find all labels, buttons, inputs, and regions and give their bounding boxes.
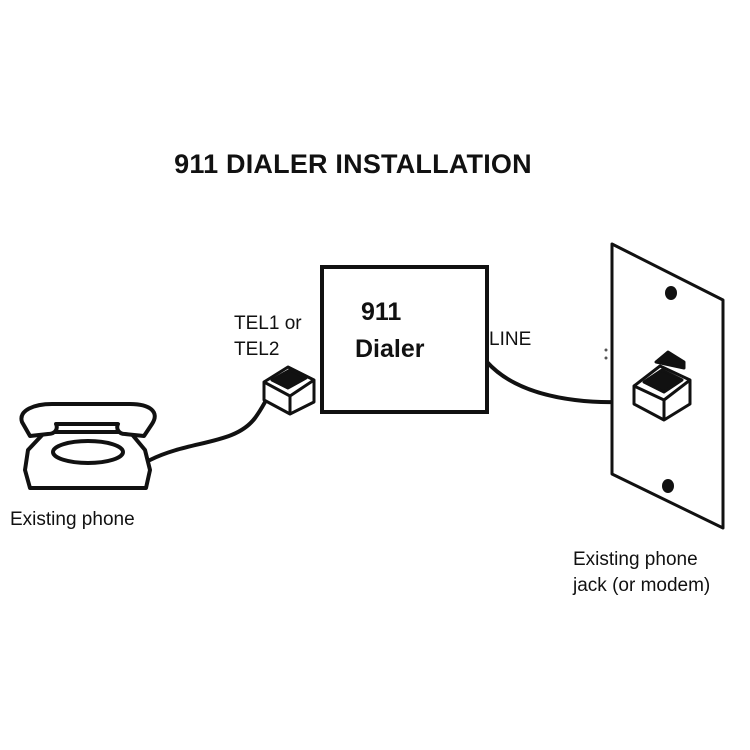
tel-connector-icon [262,365,316,416]
tel-port-label-line1: TEL1 or [234,313,302,334]
wall-jack-connector-icon [632,350,692,422]
wall-jack-label-line2: jack (or modem) [573,575,711,596]
tel-port-label-line2: TEL2 [234,339,280,360]
dialer-label-line1: 911 [361,298,402,326]
dialer-box [320,265,489,414]
plate-screw-bottom-icon [662,479,674,493]
telephone-icon [19,402,157,490]
existing-phone-label: Existing phone [10,509,135,530]
line-port-label: LINE [489,329,532,350]
plate-screw-top-icon [665,286,677,300]
phone-cable [148,390,274,462]
dialer-label-line2: Dialer [355,335,425,363]
wall-jack-label-line1: Existing phone [573,549,698,570]
diagram-title: 911 DIALER INSTALLATION [174,149,532,179]
